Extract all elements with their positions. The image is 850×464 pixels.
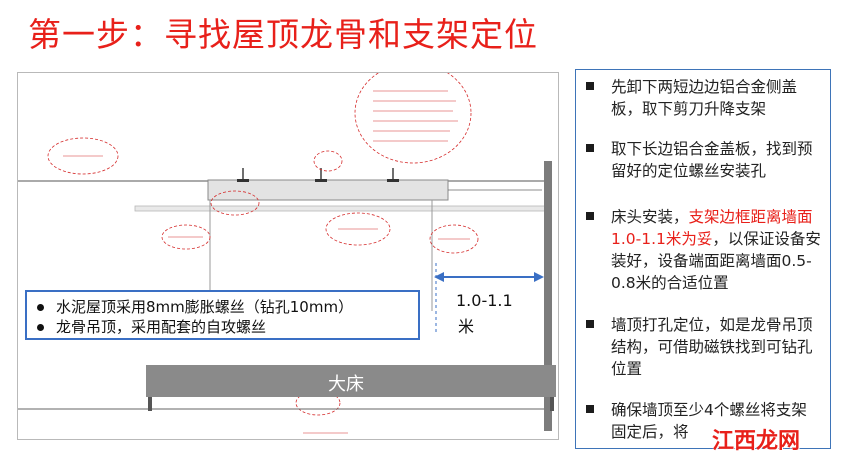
- distance-label-number: 1.0-1.1: [456, 291, 513, 310]
- square-bullet-icon: [586, 82, 594, 90]
- bullet-dot: [37, 324, 44, 331]
- square-bullet-icon: [586, 320, 594, 328]
- bullet-dot: [37, 304, 44, 311]
- step-1: 先卸下两短边边铝合金侧盖板，取下剪刀升降支架: [586, 76, 822, 120]
- mounting-notes-box: 水泥屋顶采用8mm膨胀螺丝（钻孔10mm） 龙骨吊顶，采用配套的自攻螺丝: [25, 290, 420, 340]
- bed-label: 大床: [328, 374, 364, 395]
- distance-label-unit: 米: [458, 317, 475, 336]
- slide-title: 第一步：寻找屋顶龙骨和支架定位: [28, 15, 538, 54]
- step-5: 确保墙顶至少4个螺丝将支架固定后，将: [586, 399, 822, 443]
- bed-shape: [146, 365, 556, 397]
- site-watermark: 江西龙网: [712, 429, 801, 454]
- step-3-text-b: ，以保证设备安装好，设备端面距离墙面0.5-0.8米的合适位置: [611, 230, 821, 292]
- diagram-drawing: [18, 73, 554, 434]
- step-3: 床头安装，支架边框距离墙面1.0-1.1米为妥，以保证设备安装好，设备端面距离墙…: [586, 206, 822, 294]
- step-2: 取下长边铝合金盖板，找到预留好的定位螺丝安装孔: [586, 138, 822, 182]
- note-line-1: 水泥屋顶采用8mm膨胀螺丝（钻孔10mm）: [37, 296, 353, 317]
- steps-panel: 先卸下两短边边铝合金侧盖板，取下剪刀升降支架 取下长边铝合金盖板，找到预留好的定…: [575, 69, 831, 449]
- step-3-highlight: 支架边框距离墙面1.0-1.1米为妥: [611, 208, 813, 248]
- square-bullet-icon: [586, 144, 594, 152]
- installation-diagram: 大床 水泥屋顶采用8mm膨胀螺丝（钻孔10mm） 龙骨吊顶，采用配套的自攻螺丝 …: [17, 72, 559, 440]
- step-4: 墙顶打孔定位，如是龙骨吊顶结构，可借助磁铁找到可钻孔位置: [586, 314, 822, 380]
- step-3-text-a: 床头安装，: [611, 208, 689, 226]
- square-bullet-icon: [586, 212, 594, 220]
- note-line-2: 龙骨吊顶，采用配套的自攻螺丝: [37, 316, 266, 337]
- square-bullet-icon: [586, 405, 594, 413]
